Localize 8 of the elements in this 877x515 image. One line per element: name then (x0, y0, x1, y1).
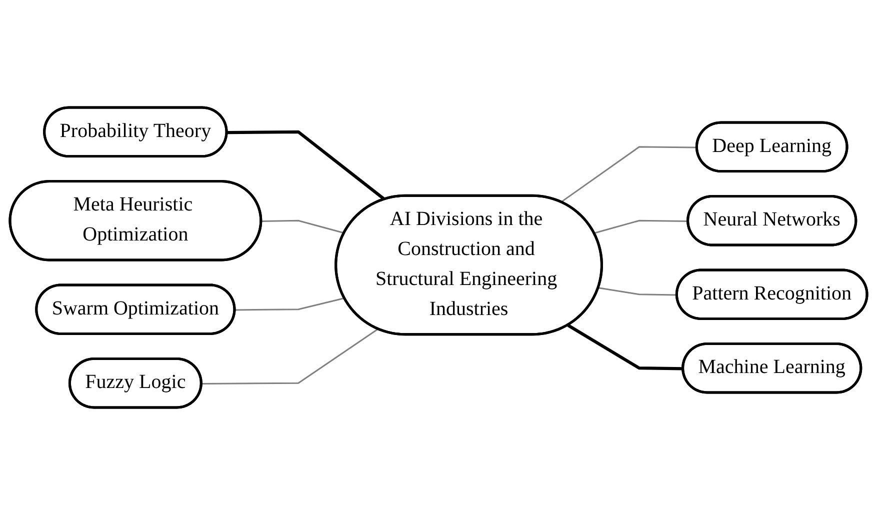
connector (560, 146, 698, 203)
connector (594, 220, 688, 234)
connector (235, 297, 345, 311)
connector (598, 287, 678, 296)
connector (261, 220, 345, 234)
connector (202, 328, 378, 384)
connector (227, 130, 386, 201)
connector (567, 324, 684, 370)
